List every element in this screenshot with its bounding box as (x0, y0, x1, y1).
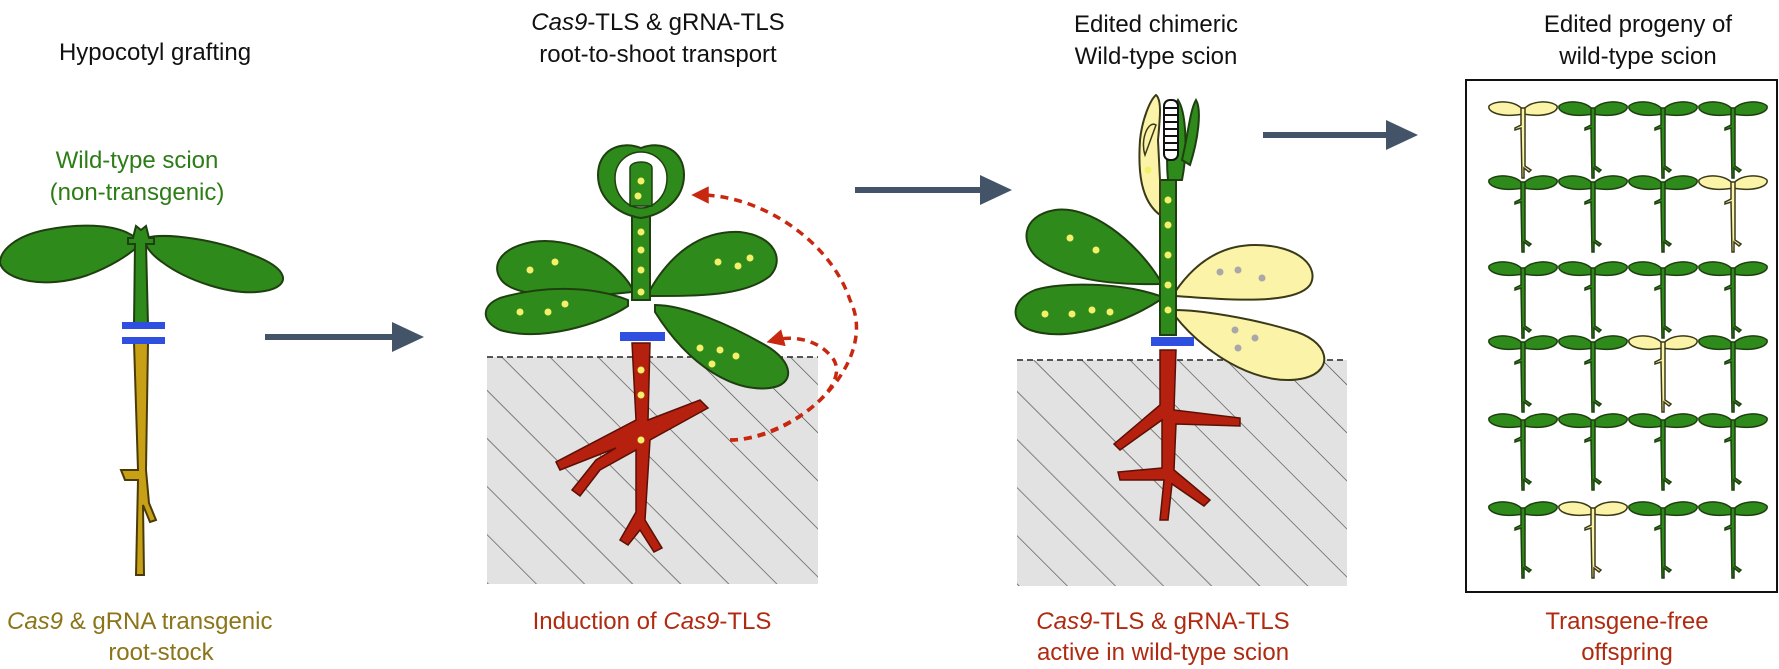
induction-caption: Induction of Cas9-TLS (533, 608, 772, 635)
chimeric-plant (1014, 93, 1326, 521)
transport-arrow-icon (729, 329, 839, 442)
panel-chimeric: Edited chimeric Wild-type scion (1014, 11, 1347, 666)
graft-junction-icon (1151, 337, 1194, 346)
wild-type-seedling (1628, 413, 1698, 491)
scion-label: Wild-type scion (56, 147, 219, 174)
edited-seedling (1558, 501, 1628, 579)
wild-type-seedling (1558, 335, 1628, 413)
panel-subtitle: wild-type scion (1558, 43, 1716, 70)
process-arrow-icon (855, 175, 1012, 205)
panel-subtitle: root-to-shoot transport (539, 41, 777, 68)
edited-seedling (1698, 175, 1768, 253)
rootstock-caption: Cas9 & gRNA transgenic (7, 608, 272, 635)
process-arrow-icon (1263, 120, 1418, 150)
wild-type-seedling (1558, 261, 1628, 339)
panel-title: Edited chimeric (1074, 11, 1238, 38)
panel-transport: Cas9-TLS & gRNA-TLS root-to-shoot transp… (484, 9, 859, 635)
wild-type-seedling (1558, 175, 1628, 253)
edited-seedling (1488, 101, 1558, 179)
graft-junction-icon (122, 322, 165, 329)
wild-type-seedling (1488, 413, 1558, 491)
process-arrow-icon (265, 322, 424, 352)
grafted-plant (484, 144, 790, 553)
wild-type-seedling (1488, 335, 1558, 413)
active-caption-line2: active in wild-type scion (1037, 639, 1289, 666)
wild-type-seedling (1698, 413, 1768, 491)
wild-type-seedling (1698, 335, 1768, 413)
panel-title: Hypocotyl grafting (59, 39, 251, 66)
progeny-grid (1488, 101, 1768, 579)
panel-progeny: Edited progeny of wild-type scion Transg… (1465, 11, 1778, 666)
panel-title: Edited progeny of (1544, 11, 1732, 38)
wild-type-seedling (1558, 101, 1628, 179)
wild-type-seedling (1628, 175, 1698, 253)
wild-type-seedling (1628, 501, 1698, 579)
wild-type-seedling (1628, 261, 1698, 339)
grafted-seedling (0, 224, 284, 576)
panel-subtitle: Wild-type scion (1075, 43, 1238, 70)
panel-grafting: Hypocotyl grafting Wild-type scion (non-… (0, 39, 284, 666)
wild-type-seedling (1488, 175, 1558, 253)
active-caption: Cas9-TLS & gRNA-TLS (1036, 608, 1289, 635)
offspring-caption-line2: offspring (1581, 639, 1673, 666)
wild-type-seedling (1628, 101, 1698, 179)
panel-title: Cas9-TLS & gRNA-TLS (531, 9, 784, 36)
scion-sublabel: (non-transgenic) (50, 179, 225, 206)
graft-junction-icon (620, 332, 665, 341)
edited-seedling (1628, 335, 1698, 413)
soil-block (1017, 360, 1347, 586)
wild-type-seedling (1488, 501, 1558, 579)
wild-type-seedling (1488, 261, 1558, 339)
offspring-caption: Transgene-free (1545, 608, 1708, 635)
wild-type-seedling (1558, 413, 1628, 491)
wild-type-seedling (1698, 261, 1768, 339)
wild-type-seedling (1698, 501, 1768, 579)
rootstock-caption-line2: root-stock (108, 639, 214, 666)
transport-arrow-icon (691, 186, 859, 442)
wild-type-seedling (1698, 101, 1768, 179)
